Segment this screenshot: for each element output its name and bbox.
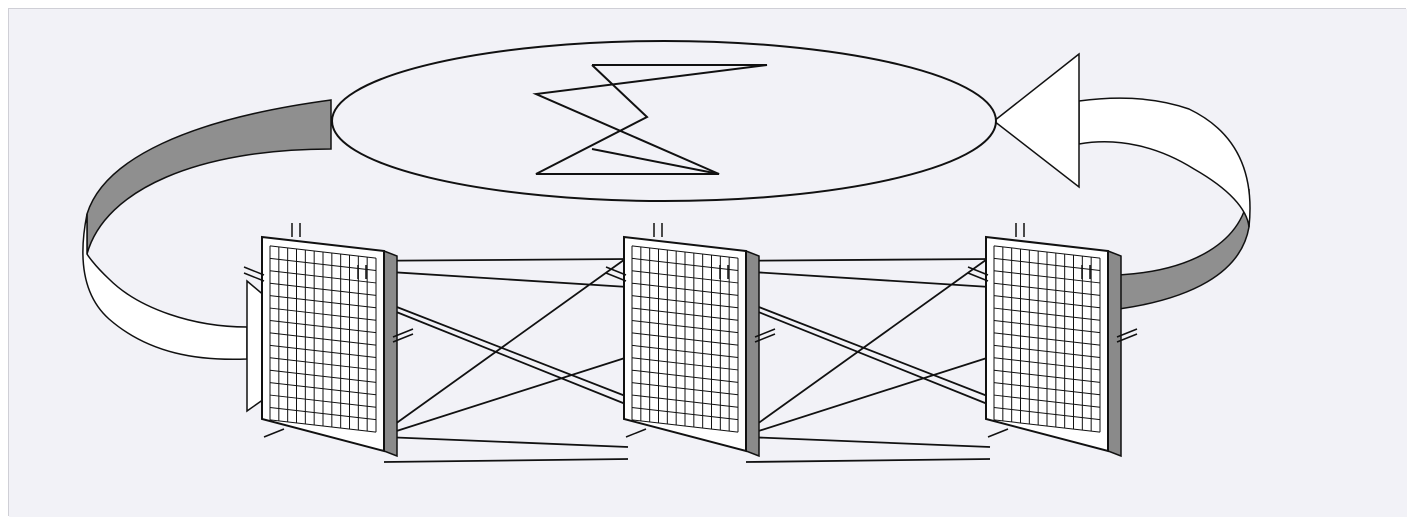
grid-line-horizontal: [631, 382, 739, 396]
tick-mark: [967, 272, 989, 282]
grid-line-horizontal: [993, 406, 1101, 421]
grid-line-horizontal: [993, 382, 1101, 396]
tick-mark: [754, 328, 776, 338]
network-diagram: [9, 9, 1407, 517]
grid-line-horizontal: [631, 270, 739, 284]
grid-line-horizontal: [993, 282, 1101, 296]
grid-line-horizontal: [631, 307, 739, 321]
connection-line: [383, 306, 629, 406]
tick-mark: [1116, 328, 1138, 338]
connection-line: [745, 458, 991, 463]
grid-line-horizontal: [993, 344, 1101, 359]
grid-panel-3: [967, 223, 1138, 458]
grid-line-horizontal: [269, 245, 377, 259]
grid-panels: [243, 223, 1138, 458]
state-ellipse: [331, 40, 997, 202]
grid-line-horizontal: [993, 319, 1101, 334]
grid-line-horizontal: [269, 369, 377, 383]
connection-line: [745, 256, 991, 433]
connection-line: [383, 436, 629, 448]
grid-line-horizontal: [631, 369, 739, 383]
tick-mark: [392, 333, 414, 343]
connection-line: [745, 436, 991, 448]
right-curved-arrow: [992, 52, 1251, 310]
grid-line-horizontal: [631, 332, 739, 346]
ellipse-outline: [331, 40, 997, 202]
grid-line-horizontal: [269, 307, 377, 321]
grid-line-horizontal: [269, 419, 377, 433]
grid-line-horizontal: [631, 406, 739, 421]
grid-panel-1: [243, 223, 414, 458]
tick-mark: [263, 428, 285, 438]
grid-line-horizontal: [269, 344, 377, 359]
grid-line-horizontal: [993, 270, 1101, 284]
grid-line-horizontal: [269, 394, 377, 408]
grid-line-horizontal: [269, 295, 377, 309]
tick-mark: [605, 272, 627, 282]
grid-line-horizontal: [993, 369, 1101, 383]
grid-line-horizontal: [993, 394, 1101, 408]
grid-line-horizontal: [631, 282, 739, 296]
tick-mark: [243, 266, 265, 276]
tick-mark: [625, 428, 647, 438]
grid-line-horizontal: [269, 406, 377, 421]
grid-line-horizontal: [631, 295, 739, 309]
grid-line-horizontal: [631, 344, 739, 359]
diagram-frame: [8, 8, 1407, 517]
connection-line: [745, 301, 991, 398]
grid-line-horizontal: [269, 332, 377, 346]
tick-mark: [605, 266, 627, 276]
grid-line-horizontal: [631, 419, 739, 433]
grid-line-horizontal: [993, 419, 1101, 433]
panel-side: [745, 249, 760, 458]
grid-line-horizontal: [631, 394, 739, 408]
panel-side: [383, 249, 398, 458]
right-arrow-head: [992, 52, 1080, 189]
grid-line-horizontal: [993, 245, 1101, 259]
grid-panel-2: [605, 223, 776, 458]
panel-side: [1107, 249, 1122, 458]
connection-line: [383, 256, 629, 433]
grid-line-horizontal: [631, 357, 739, 371]
grid-line-horizontal: [269, 357, 377, 371]
tick-mark: [392, 328, 414, 338]
grid-line-horizontal: [269, 382, 377, 396]
tick-mark: [967, 266, 989, 276]
connection-line: [383, 301, 629, 398]
grid-line-horizontal: [269, 270, 377, 284]
grid-line-horizontal: [269, 282, 377, 296]
tick-mark: [243, 272, 265, 282]
grid-line-horizontal: [993, 332, 1101, 346]
grid-line-horizontal: [993, 357, 1101, 371]
connection-line: [745, 356, 991, 436]
grid-line-horizontal: [993, 307, 1101, 321]
grid-line-horizontal: [631, 245, 739, 259]
tick-mark: [987, 428, 1009, 438]
grid-line-horizontal: [269, 319, 377, 334]
tick-mark: [754, 333, 776, 343]
grid-line-horizontal: [631, 319, 739, 334]
tick-mark: [1116, 333, 1138, 343]
grid-line-horizontal: [993, 295, 1101, 309]
connection-line: [383, 458, 629, 463]
connection-line: [383, 356, 629, 436]
connection-line: [745, 306, 991, 406]
bowtie-cross-line: [591, 148, 720, 175]
panel-connections: [341, 256, 991, 463]
